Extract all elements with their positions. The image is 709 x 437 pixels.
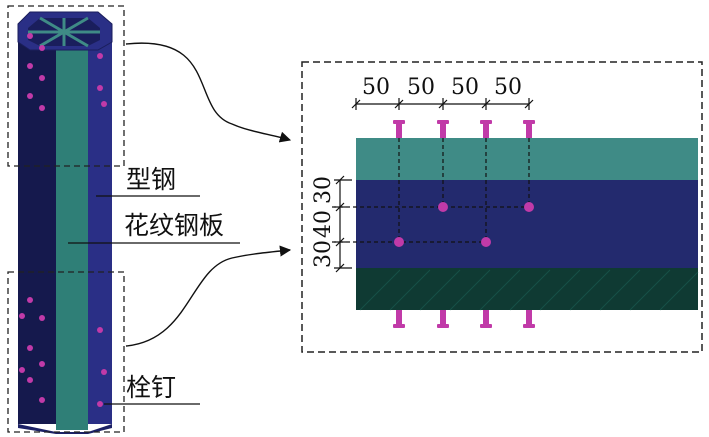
internal-dashed-lines <box>332 138 530 243</box>
column-face-blue <box>88 26 112 424</box>
dim-v-2: 40 <box>311 210 336 238</box>
stud-dots <box>394 202 534 247</box>
column-top-web <box>28 16 100 48</box>
detail-frame <box>301 61 703 353</box>
column-studs <box>19 33 107 407</box>
layer-top-teal <box>356 138 698 180</box>
column-3d <box>7 5 125 434</box>
leader-lines <box>68 195 240 405</box>
arrow-bottom <box>125 245 292 347</box>
layer-bottom-dark <box>356 268 698 310</box>
label-checkered-plate: 花纹钢板 <box>124 211 224 240</box>
section-detail: 50 50 50 50 30 40 30 <box>301 61 703 353</box>
column-detail-box-bottom <box>7 271 125 433</box>
column-bottom <box>18 424 112 434</box>
dim-v-1: 30 <box>311 176 336 204</box>
layer-middle-blue <box>356 180 698 268</box>
dim-h-1: 50 <box>362 75 390 100</box>
dim-h-4: 50 <box>494 75 522 100</box>
studs-bottom <box>393 310 535 328</box>
label-stud: 栓钉 <box>126 373 176 402</box>
dim-h-2: 50 <box>407 75 435 100</box>
layer-bottom-hatch <box>359 269 699 311</box>
column-face-dark <box>18 26 56 424</box>
dim-v-3: 30 <box>311 240 336 268</box>
column-detail-box-top <box>7 5 125 167</box>
dim-h-3: 50 <box>451 75 479 100</box>
arrow-top <box>125 42 292 143</box>
studs-top <box>393 120 535 138</box>
dim-vertical <box>334 175 352 273</box>
dim-horizontal <box>351 98 534 110</box>
label-steel: 型钢 <box>126 165 176 194</box>
column-face-teal <box>56 26 88 430</box>
